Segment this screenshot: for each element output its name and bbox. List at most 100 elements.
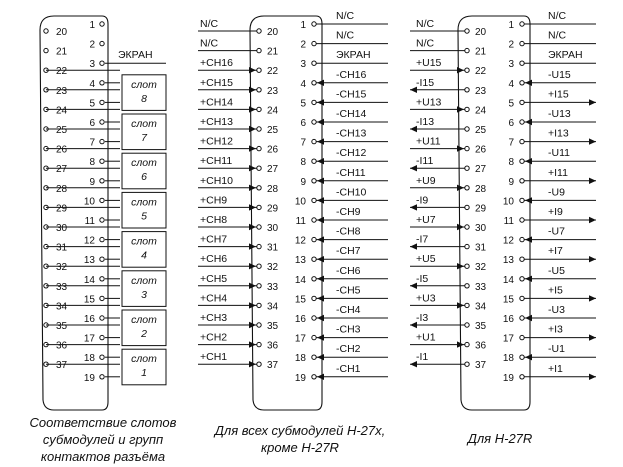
right-bottom-pin-dot	[464, 67, 470, 73]
right-top-pin-number: 8	[508, 157, 514, 168]
middle-bottom-pin-dot	[256, 361, 262, 367]
left-bottom-pin-number: 24	[56, 105, 68, 116]
left-bottom-pin-number: 23	[56, 86, 68, 97]
middle-top-arrow	[317, 373, 324, 380]
right-bottom-pin-label: -I1	[416, 351, 428, 363]
caption-middle: Для всех субмодулей Н-27х, кроме Н-27R	[190, 422, 410, 456]
middle-bottom-pin-number: 28	[267, 184, 279, 195]
middle-top-pin-number: 17	[295, 334, 307, 345]
left-top-pin-dot	[99, 236, 105, 243]
left-bottom-pin-number: 20	[56, 27, 68, 38]
caption-right-line-1: Для Н-27R	[467, 431, 533, 446]
left-top-pin-dot	[99, 119, 105, 125]
middle-bottom-arrow	[249, 67, 256, 74]
right-bottom-pin-dot	[464, 87, 470, 93]
right-top-pin-dot	[519, 99, 525, 106]
right-top-arrow-out	[589, 373, 596, 380]
middle-top-arrow	[317, 295, 324, 302]
left-top-pin-dot	[99, 315, 105, 321]
right-top-pin-number: 15	[503, 294, 515, 305]
middle-top-pin-number: 8	[300, 157, 306, 168]
middle-top-pin-number: 5	[300, 98, 306, 109]
right-bottom-pin-dot	[464, 145, 470, 152]
left-bottom-pin-number: 29	[56, 203, 68, 214]
middle-bottom-pin-label: +CH1	[200, 351, 227, 363]
slot-number: 2	[140, 328, 147, 340]
middle-bottom-pin-label: +CH16	[200, 57, 233, 69]
left-top-pin-number: 15	[84, 294, 96, 305]
left-screen-label: ЭКРАН	[118, 49, 153, 61]
right-top-pin-label: +I1	[548, 363, 563, 375]
right-top-pin-number: 10	[503, 196, 515, 207]
middle-top-pin-number: 14	[295, 275, 307, 286]
right-top-pin-label: N/C	[548, 10, 567, 22]
right-top-pin-label: +I5	[548, 284, 563, 296]
middle-top-pin-number: 6	[300, 118, 306, 129]
right-top-arrow-out	[589, 99, 596, 106]
right-top-pin-dot	[519, 40, 525, 47]
middle-bottom-pin-number: 26	[267, 145, 279, 156]
left-bottom-pin-number: 36	[56, 341, 68, 352]
middle-top-pin-label: -CH2	[336, 343, 361, 355]
right-bottom-pin-dot	[464, 28, 470, 34]
right-top-arrow-in	[525, 275, 532, 282]
slot-box	[121, 191, 167, 229]
slot-box	[121, 113, 167, 151]
left-top-pin-number: 7	[89, 138, 95, 149]
middle-top-arrow	[317, 275, 324, 282]
right-top-pin-dot	[519, 80, 525, 86]
middle-bottom-arrow	[249, 223, 256, 231]
right-bottom-pin-number: 33	[475, 282, 487, 293]
middle-top-pin-number: 7	[300, 138, 306, 149]
middle-bottom-pin-label: N/C	[200, 38, 219, 50]
middle-top-pin-label: -CH16	[336, 69, 367, 81]
middle-bottom-pin-dot	[256, 243, 262, 250]
right-bottom-pin-number: 20	[475, 27, 487, 38]
middle-bottom-arrow	[249, 106, 256, 113]
middle-bottom-pin-number: 23	[267, 86, 279, 97]
middle-top-arrow	[317, 236, 324, 243]
middle-bottom-pin-label: +CH8	[200, 214, 227, 226]
right-top-arrow-out	[589, 138, 596, 145]
slot-label: слот	[131, 118, 157, 130]
slot-box	[121, 309, 167, 347]
middle-bottom-pin-label: +CH2	[200, 332, 227, 344]
middle-top-pin-dot	[311, 256, 317, 262]
right-bottom-pin-label: +U1	[416, 332, 436, 344]
left-bottom-pin-number: 21	[56, 47, 68, 58]
middle-bottom-pin-label: +CH14	[200, 96, 233, 108]
middle-top-pin-label: -CH12	[336, 147, 367, 159]
slot-label: слот	[131, 275, 157, 287]
right-top-arrow-in	[525, 314, 532, 322]
middle-top-arrow	[317, 354, 324, 361]
left-bottom-pin-number: 35	[56, 321, 68, 332]
right-bottom-arrow-in	[457, 341, 464, 348]
middle-bottom-pin-label: +CH11	[200, 155, 232, 167]
left-top-pin-dot	[99, 374, 105, 380]
right-bottom-arrow-in	[457, 263, 464, 270]
middle-bottom-pin-number: 21	[267, 47, 279, 58]
right-top-pin-number: 17	[503, 334, 515, 345]
left-top-pin-dot	[99, 138, 105, 145]
right-top-pin-label: +I7	[548, 245, 563, 257]
left-top-pin-number: 1	[89, 20, 95, 31]
right-bottom-arrow-in	[457, 223, 464, 231]
middle-bottom-pin-number: 31	[267, 243, 279, 254]
right-bottom-pin-number: 24	[475, 105, 487, 116]
right-bottom-pin-label: -I15	[416, 77, 434, 89]
slot-label: слот	[131, 196, 157, 208]
right-bottom-arrow-out	[410, 86, 417, 94]
middle-top-pin-label: N/C	[336, 10, 355, 22]
right-top-pin-label: -U5	[548, 265, 565, 277]
middle-top-pin-dot	[311, 60, 317, 66]
right-top-pin-number: 3	[508, 59, 514, 70]
slot-label: слот	[131, 314, 157, 326]
middle-top-pin-dot	[311, 80, 317, 86]
right-top-pin-label: -U3	[548, 304, 565, 316]
right-bottom-pin-number: 25	[475, 125, 487, 136]
right-top-arrow-in	[525, 79, 532, 87]
middle-top-pin-label: -CH5	[336, 284, 361, 296]
middle-bottom-pin-number: 20	[267, 27, 279, 38]
right-bottom-pin-number: 30	[475, 223, 487, 234]
right-bottom-pin-label: -I3	[416, 312, 428, 324]
